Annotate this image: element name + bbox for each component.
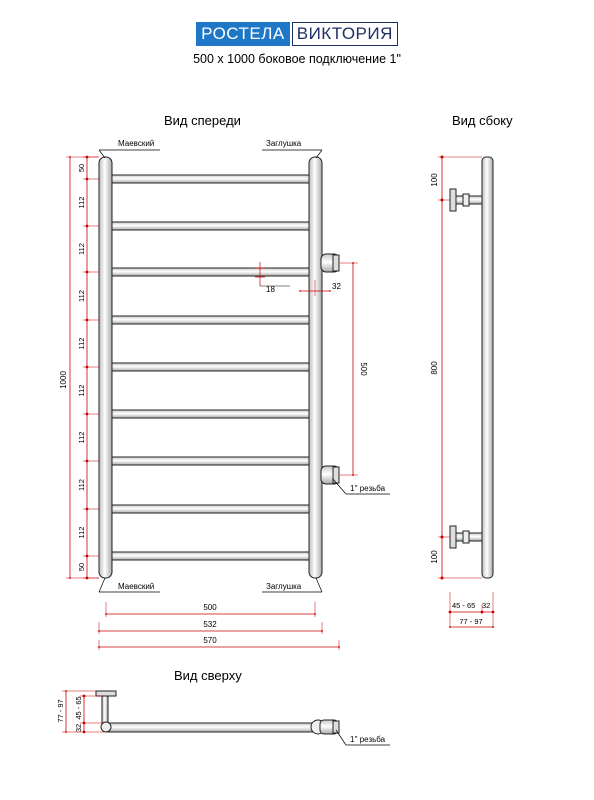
outlet-upper [320,253,340,273]
dim-total-height-value: 1000 [59,371,68,389]
dim-width-570-value: 570 [203,636,217,645]
thread-label-front: 1'' резьба [350,484,386,493]
thread-label-top: 1'' резьба [350,735,386,744]
callout-plug-top: Заглушка [262,139,323,159]
dim-width-500-value: 500 [203,603,217,612]
segment-dim-label: 112 [77,432,86,444]
side-dim-top: 100 [430,173,439,187]
callout-mayevsky-bottom: Маевский [98,577,160,593]
dim-rung-thickness-value: 18 [266,285,275,294]
rung [107,504,314,514]
label-mayevsky-bottom: Маевский [118,582,154,591]
segment-dim-label: 112 [77,479,86,491]
top-dim-range: 45 - 65 [74,696,83,719]
side-dim-depth-range: 45 - 65 [452,601,475,610]
dim-total-height: 1000 [59,156,99,579]
side-dim-bottom: 100 [430,550,439,564]
dim-width-532-value: 532 [203,620,217,629]
callout-mayevsky-top: Маевский [98,139,160,159]
dim-center-distance: 500 [340,262,368,476]
segment-dim-label: 50 [77,164,86,172]
dim-width-532: 532 [98,620,323,634]
rung [107,362,314,372]
segment-dim-label: 112 [77,338,86,350]
side-dim-depth-pipe: 32 [482,601,490,610]
top-view-title: Вид сверху [174,668,242,683]
side-dim-total-depth: 77 - 97 [459,617,482,626]
top-view: 1'' резьба 77 - 97 32 45 - 65 [56,690,390,746]
segment-dim-label: 112 [77,197,86,209]
segment-dim-label: 112 [77,527,86,539]
front-view-title: Вид спереди [164,113,241,128]
brand-name: РОСТЕЛА [196,22,290,46]
product-subtitle: 500 x 1000 боковое подключение 1" [193,52,401,66]
segment-dim-label: 50 [77,563,86,571]
rung [107,315,314,325]
rung [107,409,314,419]
label-plug-bottom: Заглушка [266,582,302,591]
dim-outlet-offset: 32 [299,280,341,296]
rung [107,221,314,231]
dim-outlet-offset-value: 32 [332,282,341,291]
right-pipe [308,156,323,579]
callout-thread-front: 1'' резьба [332,478,390,495]
segment-dims: 50 112 112 112 112 112 112 112 112 50 [77,155,99,580]
top-dim-outer: 77 - 97 [56,699,65,722]
model-name: ВИКТОРИЯ [291,22,398,46]
label-plug-top: Заглушка [266,139,302,148]
outlet-lower [320,465,340,485]
side-view: 100 800 100 45 - 65 32 77 - 97 [430,155,495,628]
side-bracket-bottom [449,525,483,549]
top-dim-inner: 32 [74,724,83,732]
rung [107,174,314,184]
segment-dim-label: 112 [77,243,86,255]
rungs-group [107,174,314,561]
rung [107,551,314,561]
dim-width-570: 570 [98,636,340,650]
top-bar [103,722,323,733]
segment-dim-label: 112 [77,290,86,302]
side-pipe [481,156,494,579]
dim-center-distance-value: 500 [359,362,368,376]
side-dim-middle: 800 [430,361,439,375]
left-pipe [98,156,113,579]
rung [107,456,314,466]
side-bracket-top [449,188,483,212]
dim-width-500: 500 [105,602,316,617]
segment-dim-label: 112 [77,385,86,397]
front-view: Маевский Заглушка Маевский Заглушка 1000 [59,139,390,650]
dim-rung-thickness: 18 [255,262,290,294]
label-mayevsky-top: Маевский [118,139,154,148]
callout-plug-bottom: Заглушка [262,577,323,593]
rung [107,267,314,277]
side-view-title: Вид сбоку [452,113,513,128]
